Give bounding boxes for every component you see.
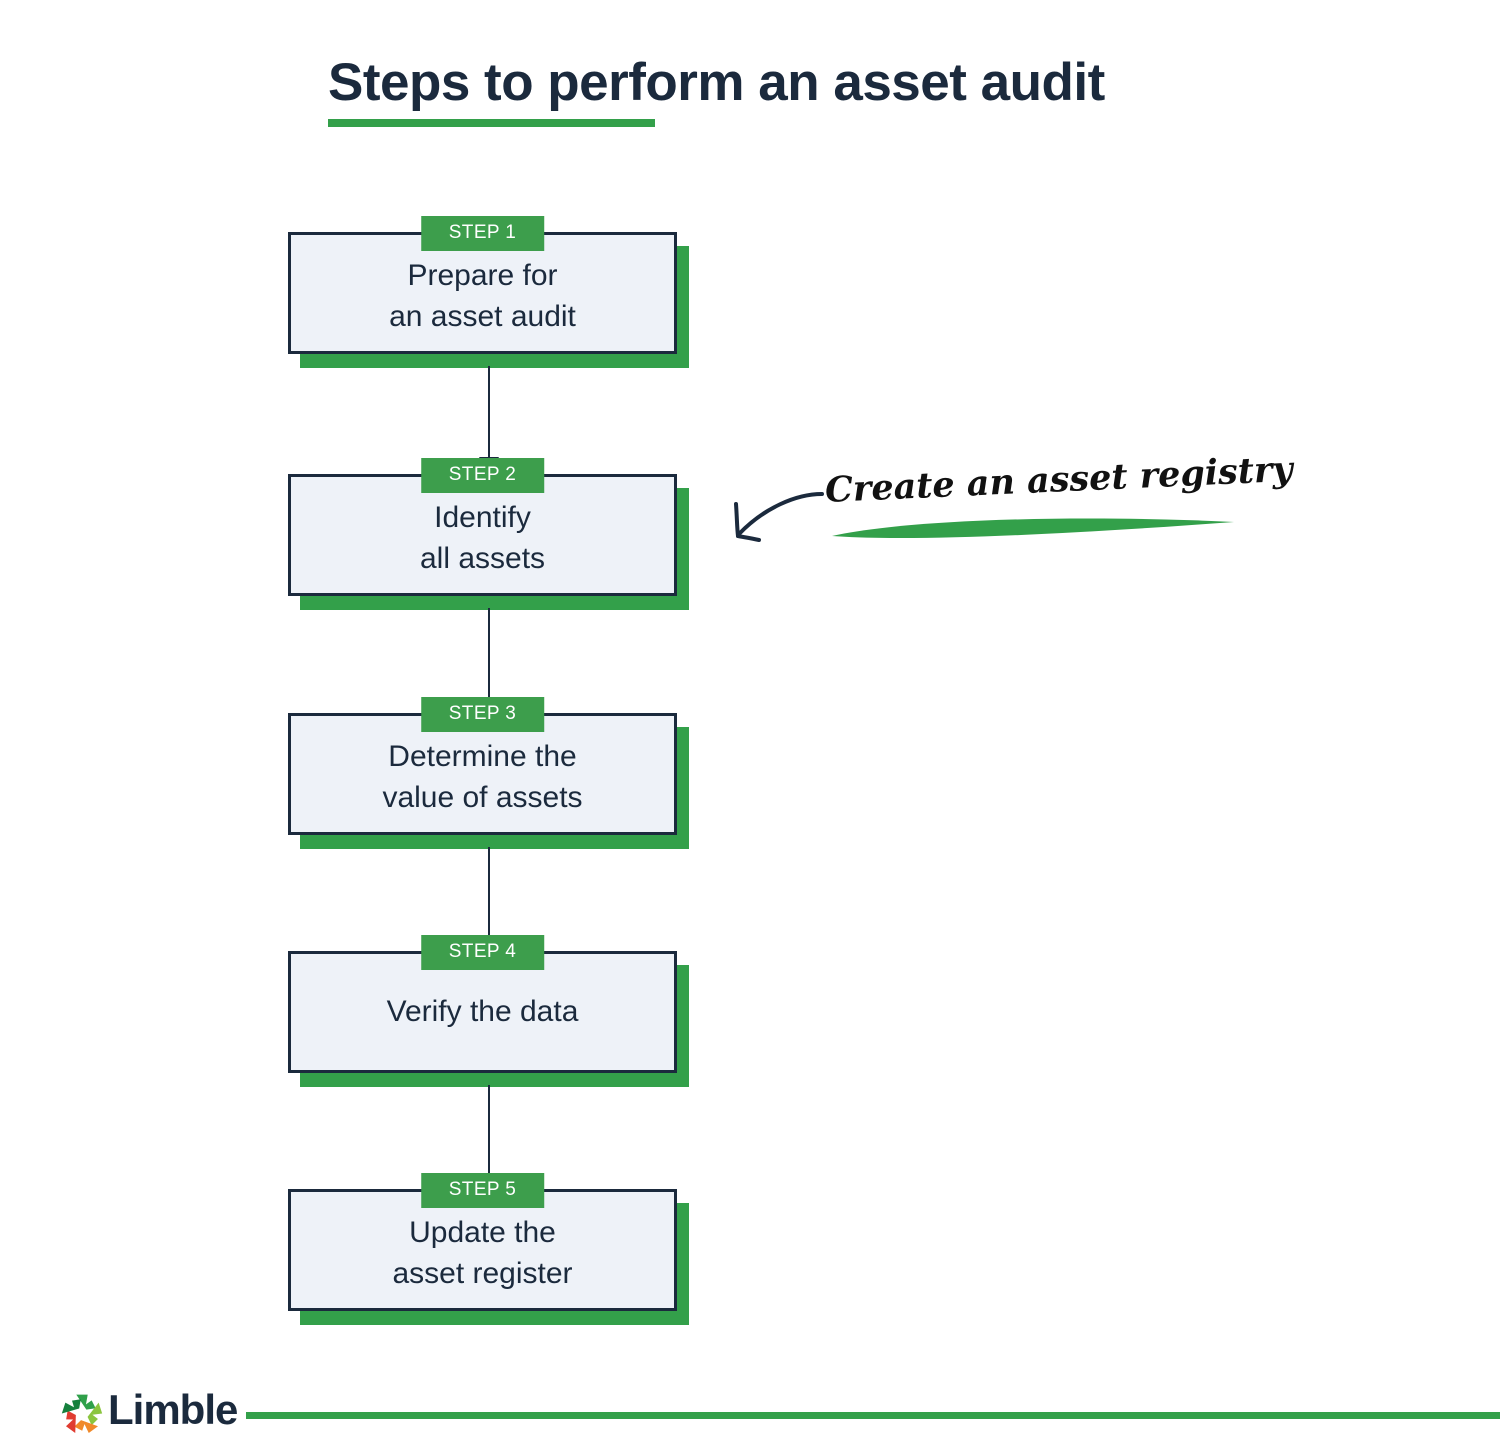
step-badge: STEP 2 — [420, 458, 545, 493]
connector-line — [488, 366, 490, 458]
flow-step-3: Determine the value of assets STEP 3 — [288, 697, 689, 849]
flow-step-1: Prepare for an asset audit STEP 1 — [288, 216, 689, 368]
step-badge: STEP 4 — [420, 935, 545, 970]
step-badge: STEP 3 — [420, 697, 545, 732]
limble-pinwheel-logo-icon — [61, 1394, 103, 1434]
step-box: Determine the value of assets — [288, 713, 677, 835]
flow-step-4: Verify the data STEP 4 — [288, 935, 689, 1087]
step-label: Identify all assets — [419, 500, 546, 575]
annotation-highlight-stroke — [832, 518, 1234, 539]
annotation-arrow-icon — [734, 492, 824, 542]
annotation-group: Create an asset registry — [718, 449, 1294, 570]
step-badge: STEP 1 — [420, 216, 545, 251]
title-underline — [328, 119, 655, 127]
connector-line — [488, 1085, 490, 1174]
step-label: Verify the data — [386, 995, 579, 1029]
step-box: Prepare for an asset audit — [288, 232, 677, 354]
step-box: Update the asset register — [288, 1189, 677, 1311]
step-box: Verify the data — [288, 951, 677, 1073]
step-label: Update the asset register — [392, 1215, 573, 1290]
flow-step-5: Update the asset register STEP 5 — [288, 1173, 689, 1325]
connector-line — [488, 847, 490, 936]
footer-rule — [246, 1412, 1500, 1419]
step-badge: STEP 5 — [420, 1173, 545, 1208]
step-label: Determine the value of assets — [382, 739, 583, 814]
footer: Limble — [0, 1378, 1500, 1453]
brand-name: Limble — [108, 1386, 238, 1433]
step-label: Prepare for an asset audit — [389, 258, 576, 333]
connector-line — [488, 608, 490, 698]
page-title: Steps to perform an asset audit — [328, 53, 1105, 112]
annotation-text: Create an asset registry — [824, 448, 1294, 511]
flow-step-2: Identify all assets STEP 2 — [288, 458, 689, 610]
